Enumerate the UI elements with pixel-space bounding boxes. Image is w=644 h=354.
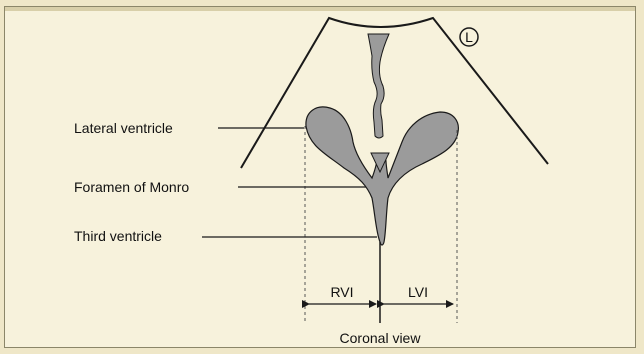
coronal-view-caption: Coronal view — [340, 330, 422, 346]
foramen-of-monro-label: Foramen of Monro — [74, 179, 189, 195]
midline-septum — [368, 34, 389, 138]
third-ventricle-label: Third ventricle — [74, 228, 162, 244]
lateral-ventricle-label: Lateral ventricle — [74, 120, 173, 136]
left-marker: L — [460, 28, 478, 46]
left-marker-label: L — [465, 29, 473, 45]
ultrasound-sector-outline — [241, 18, 548, 168]
rvi-label: RVI — [330, 284, 353, 300]
lvi-label: LVI — [408, 284, 428, 300]
